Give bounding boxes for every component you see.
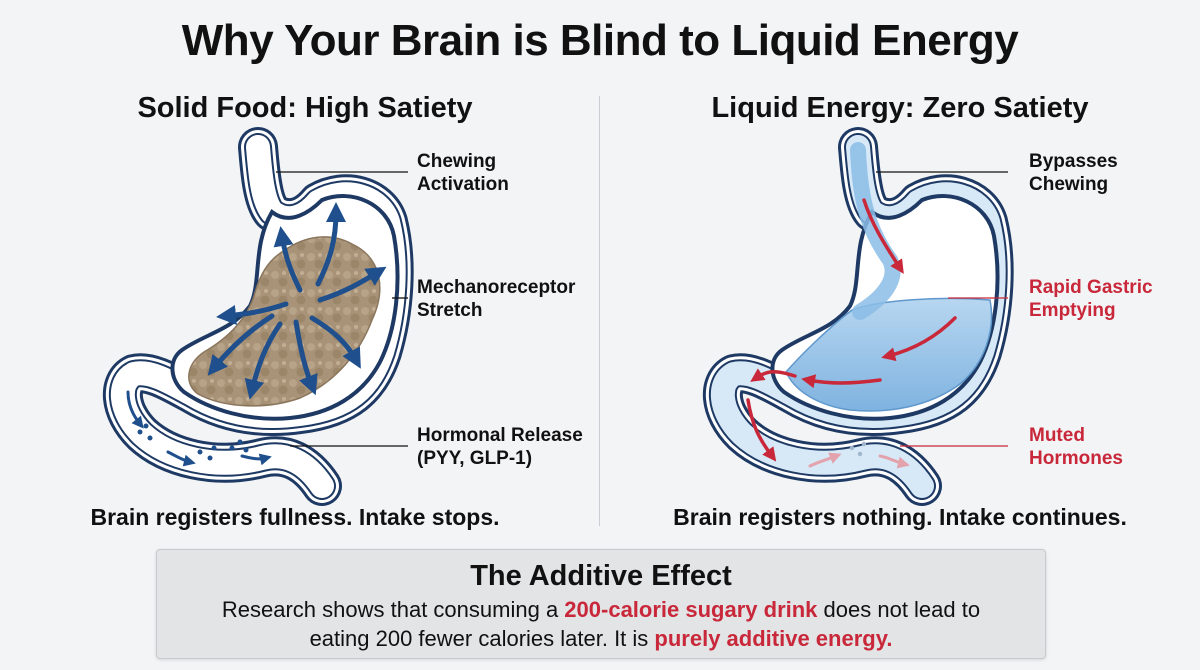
solid-food-panel-title: Solid Food: High Satiety: [137, 92, 473, 124]
liquid-energy-stomach: [702, 127, 1014, 506]
solid-food-stomach: [102, 127, 414, 506]
page-title: Why Your Brain is Blind to Liquid Energy: [181, 16, 1019, 65]
additive-effect-line-2: eating 200 fewer calories later. It is p…: [309, 626, 893, 651]
hormone-molecule-icon: [137, 423, 249, 461]
additive-effect-box: The Additive Effect Research shows that …: [156, 549, 1046, 659]
highlight-additive-energy: purely additive energy.: [654, 626, 893, 651]
faint-molecule-icon: [849, 441, 867, 457]
additive-effect-title: The Additive Effect: [470, 560, 732, 592]
additive-effect-body: Research shows that consuming a 200-calo…: [157, 595, 1045, 653]
highlight-sugary-drink: 200-calorie sugary drink: [564, 597, 818, 622]
solid-food-caption: Brain registers fullness. Intake stops.: [90, 504, 500, 530]
liquid-energy-caption: Brain registers nothing. Intake continue…: [673, 504, 1127, 530]
panel-divider: [599, 96, 600, 526]
liquid-energy-panel-title: Liquid Energy: Zero Satiety: [711, 92, 1089, 124]
label-hormonal-release: Hormonal Release(PYY, GLP-1): [417, 425, 583, 469]
additive-effect-line-1: Research shows that consuming a 200-calo…: [221, 597, 981, 622]
